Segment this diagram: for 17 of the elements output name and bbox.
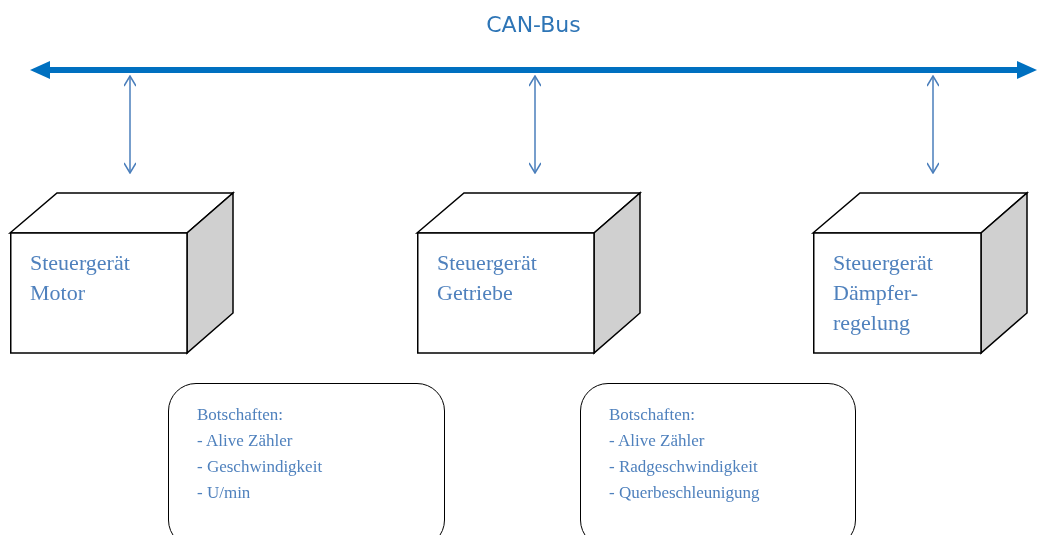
double-arrow bbox=[528, 75, 542, 174]
message-item: - Querbeschleunigung bbox=[609, 482, 761, 504]
double-arrow bbox=[123, 75, 137, 174]
message-item: - Radgeschwindigkeit bbox=[609, 456, 759, 478]
message-item: - U/min bbox=[197, 482, 252, 504]
unit-label: Steuergerät Motor bbox=[30, 249, 131, 307]
message-item: - Alive Zähler bbox=[197, 430, 294, 452]
double-arrow bbox=[926, 75, 940, 174]
message-box bbox=[580, 383, 856, 535]
message-box bbox=[168, 383, 445, 535]
message-item: - Geschwindigkeit bbox=[197, 456, 324, 478]
unit-label: Steuergerät Getriebe bbox=[437, 249, 538, 307]
bus-title: CAN-Bus bbox=[485, 12, 582, 37]
message-heading: Botschaften: bbox=[609, 404, 696, 426]
message-item: - Alive Zähler bbox=[609, 430, 706, 452]
unit-label: Steuergerät Dämpfer- regelung bbox=[833, 249, 934, 337]
message-heading: Botschaften: bbox=[197, 404, 284, 426]
